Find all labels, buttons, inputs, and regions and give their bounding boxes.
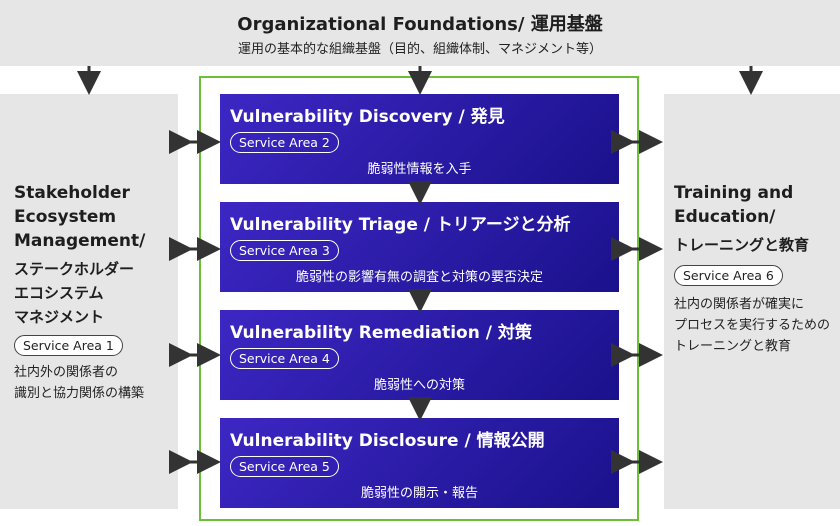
remediation-box: Vulnerability Remediation / 対策 Service A… [220,310,619,400]
triage-title: Vulnerability Triage / トリアージと分析 [230,215,571,235]
service-area-4-badge: Service Area 4 [230,348,339,369]
disclosure-box: Vulnerability Disclosure / 情報公開 Service … [220,418,619,508]
service-area-3-badge: Service Area 3 [230,240,339,261]
stakeholder-desc-2: 識別と協力関係の構築 [14,386,145,401]
stakeholder-desc-1: 社内外の関係者の [14,365,119,380]
service-area-5-badge: Service Area 5 [230,456,339,477]
organizational-foundations-bar [0,0,840,66]
discovery-box: Vulnerability Discovery / 発見 Service Are… [220,94,619,184]
triage-box: Vulnerability Triage / トリアージと分析 Service … [220,202,619,292]
training-panel [664,94,840,509]
service-area-6-badge: Service Area 6 [674,265,783,286]
stakeholder-jp-3: マネジメント [14,308,105,326]
training-title-2: Education/ [674,207,776,227]
stakeholder-title-3: Management/ [14,231,146,251]
training-desc-1: 社内の関係者が確実に [674,297,805,312]
stakeholder-panel [0,94,178,509]
stakeholder-jp-2: エコシステム [14,284,104,302]
training-desc-2: プロセスを実行するための [674,318,831,333]
training-title-1: Training and [674,183,794,203]
service-area-1-badge: Service Area 1 [14,335,123,356]
top-title: Organizational Foundations/ 運用基盤 [237,14,603,35]
stakeholder-jp-1: ステークホルダー [14,260,135,278]
training-desc-3: トレーニングと教育 [674,339,792,354]
service-area-2-badge: Service Area 2 [230,132,339,153]
disclosure-title: Vulnerability Disclosure / 情報公開 [230,431,545,451]
stakeholder-text: Stakeholder Ecosystem Management/ ステークホル… [14,181,174,404]
discovery-title: Vulnerability Discovery / 発見 [230,107,505,127]
triage-desc: 脆弱性の影響有無の調査と対策の要否決定 [295,270,543,285]
remediation-desc: 脆弱性への対策 [373,378,465,393]
training-text: Training and Education/ トレーニングと教育 Servic… [674,181,834,357]
remediation-title: Vulnerability Remediation / 対策 [230,323,532,343]
stakeholder-title-1: Stakeholder [14,183,130,203]
top-subtitle: 運用の基本的な組織基盤（目的、組織体制、マネジメント等） [237,42,602,57]
discovery-desc: 脆弱性情報を入手 [367,162,472,177]
stakeholder-title-2: Ecosystem [14,207,117,227]
disclosure-desc: 脆弱性の開示・報告 [360,486,478,501]
training-jp: トレーニングと教育 [674,236,810,254]
